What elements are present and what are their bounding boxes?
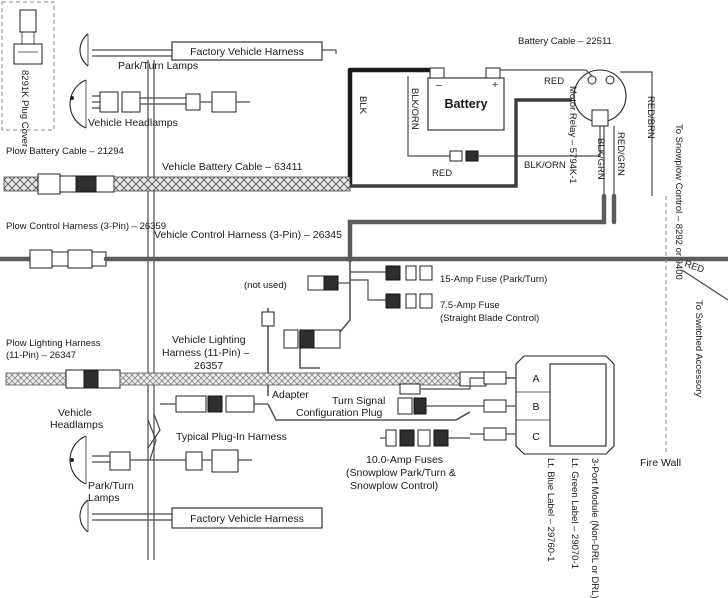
adapter-label: Adapter (272, 389, 309, 401)
turn-signal-plug-line1: Turn Signal (332, 395, 385, 407)
red-label-top: RED (544, 76, 564, 87)
headlamp-connector-c (185, 93, 201, 111)
typical-plugin-harness-label: Typical Plug-In Harness (176, 431, 287, 443)
vehicle-headlamps-bottom-line2: Headlamps (50, 419, 103, 431)
vehicle-lighting-cable (119, 372, 461, 386)
plow-lighting-row: Plow Lighting Harness (11-Pin) – 26347 (5, 338, 516, 389)
plow-battery-cable-label: Plow Battery Cable – 21294 (6, 146, 124, 157)
blk-battery-wire (347, 67, 430, 186)
vehicle-headlamp-top (69, 79, 87, 129)
park-turn-lamp-top (79, 33, 89, 67)
bottom-headlamp-connector-b (211, 449, 239, 473)
blk-label: BLK (357, 96, 368, 115)
fuse-75-holder (385, 293, 401, 309)
headlamp-connector-a (99, 91, 119, 113)
vehicle-control-harness-label: Vehicle Control Harness (3-Pin) – 26345 (154, 229, 342, 241)
turn-signal-plug (397, 397, 413, 415)
fuses-10-line2: (Snowplow Park/Turn & (346, 467, 456, 479)
plow-control-harness-label: Plow Control Harness (3-Pin) – 26359 (6, 221, 166, 232)
battery-cable-label: Battery Cable – 22511 (518, 36, 612, 47)
to-snowplow-control-label: To Snowplow Control – 8292 or 9400 (673, 124, 684, 280)
fuse-15-label: 15-Amp Fuse (Park/Turn) (440, 274, 547, 285)
plug-cover-body-icon (13, 43, 43, 65)
to-switched-accessory-label: To Switched Accessory (693, 300, 704, 397)
relay-to-control-harness (347, 193, 607, 263)
vehicle-lighting-harness-line2: Harness (11-Pin) – (162, 347, 249, 359)
fuse-15-holder (385, 265, 401, 281)
adapter-connector-b (225, 395, 255, 413)
park-turn-lamps-bottom-line2: Lamps (88, 492, 120, 504)
plug-cover: 8291K Plug Cover (1, 1, 55, 147)
control-harness-row: Plow Control Harness (3-Pin) – 26359 Veh… (0, 221, 728, 397)
motor-relay-label: Motor Relay – 5794K-1 (567, 86, 578, 184)
headlamp-connector-b (121, 91, 141, 113)
battery-label: Battery (444, 97, 487, 111)
fuse-75-label-line1: 7.5-Amp Fuse (440, 300, 500, 311)
not-used-label: (not used) (244, 280, 287, 291)
red-label-bottom: RED (432, 168, 452, 179)
fuse-area: (not used) 15-Amp Fuse (Park/Turn) 7.5-A… (244, 260, 547, 333)
plow-lighting-harness-line1: Plow Lighting Harness (6, 338, 101, 349)
battery-positive: + (492, 79, 498, 91)
fuses-10-area: 10.0-Amp Fuses (Snowplow Park/Turn & Sno… (346, 429, 470, 492)
module-title: 3-Port Module (Non-DRL or DRL) (589, 458, 600, 598)
adapter-area: Adapter Typical Plug-In Harness Turn Sig… (147, 378, 471, 461)
blk-grn-label: BLK/GRN (595, 138, 606, 180)
fuses-10-line3: Snowplow Control) (350, 480, 438, 492)
plug-cover-frame (1, 1, 55, 131)
bottom-headlamp-connector-a (185, 451, 203, 471)
blk-orn-label-horizontal: BLK/ORN (524, 160, 566, 171)
top-lamp-group: Factory Vehicle Harness Park/Turn Lamps … (69, 33, 337, 129)
plug-cover-label: 8291K Plug Cover (19, 70, 30, 147)
module-panel (549, 363, 607, 447)
module-green-label: Lt. Green Label – 29070-1 (569, 458, 580, 569)
fire-wall: Fire Wall (640, 196, 681, 469)
factory-harness-top-box (171, 41, 323, 61)
fuses-10-line1: 10.0-Amp Fuses (366, 454, 443, 466)
battery-negative: – (436, 79, 442, 91)
red-grn-label: RED/GRN (615, 132, 626, 176)
vehicle-lighting-connector (313, 329, 341, 349)
plow-battery-cable (3, 176, 39, 192)
fuse-75-label-line2: (Straight Blade Control) (440, 313, 539, 324)
vehicle-headlamps-bottom-line1: Vehicle (58, 407, 92, 419)
trunk-lines (147, 60, 155, 560)
battery-cable-row: Plow Battery Cable – 21294 Vehicle Batte… (3, 146, 351, 195)
plow-lighting-cable (5, 372, 67, 386)
plug-cover-top-icon (19, 9, 37, 33)
plow-lighting-connector (65, 369, 85, 389)
vehicle-lighting-harness-line1: Vehicle Lighting (172, 334, 246, 346)
plow-battery-connector (37, 173, 61, 195)
park-turn-lamps-bottom-line1: Park/Turn (88, 480, 134, 492)
turn-signal-plug-line2: Configuration Plug (296, 407, 383, 419)
vehicle-battery-cable (113, 176, 351, 192)
park-turn-lamp-bottom (79, 499, 89, 533)
red-brn-label: RED/BRN (645, 96, 656, 139)
battery-area: Battery – + Battery Cable – 22511 Motor … (347, 36, 684, 280)
blk-orn-label-vertical: BLK/ORN (409, 88, 420, 130)
plow-lighting-harness-line2: (11-Pin) – 26347 (6, 350, 76, 361)
three-port-module: A B C 3-Port Module (Non-DRL or DRL) Lt.… (470, 355, 615, 598)
battery-box (427, 77, 505, 131)
vehicle-lighting-harness-line3: 26357 (194, 360, 223, 372)
factory-harness-bottom-label: Factory Vehicle Harness (190, 513, 304, 525)
not-used-connector (307, 275, 325, 291)
headlamp-connector-d (211, 91, 237, 113)
factory-harness-bottom-box (171, 507, 323, 529)
module-port-a: A (532, 373, 539, 385)
plow-control-connector (29, 249, 53, 269)
bottom-lamp-group: Vehicle Headlamps Park/Turn Lamps Factor… (50, 407, 323, 533)
module-port-c: C (532, 431, 540, 443)
adapter-connector-a (175, 395, 207, 413)
factory-harness-top-label: Factory Vehicle Harness (190, 46, 304, 58)
fire-wall-label: Fire Wall (640, 457, 681, 469)
module-blue-label: Lt. Blue Label – 29760-1 (545, 458, 556, 562)
vehicle-battery-cable-label: Vehicle Battery Cable – 63411 (162, 161, 303, 173)
module-port-b: B (532, 401, 539, 413)
park-turn-lamps-top-label: Park/Turn Lamps (118, 60, 198, 72)
vehicle-headlamps-top-label: Vehicle Headlamps (88, 117, 178, 129)
